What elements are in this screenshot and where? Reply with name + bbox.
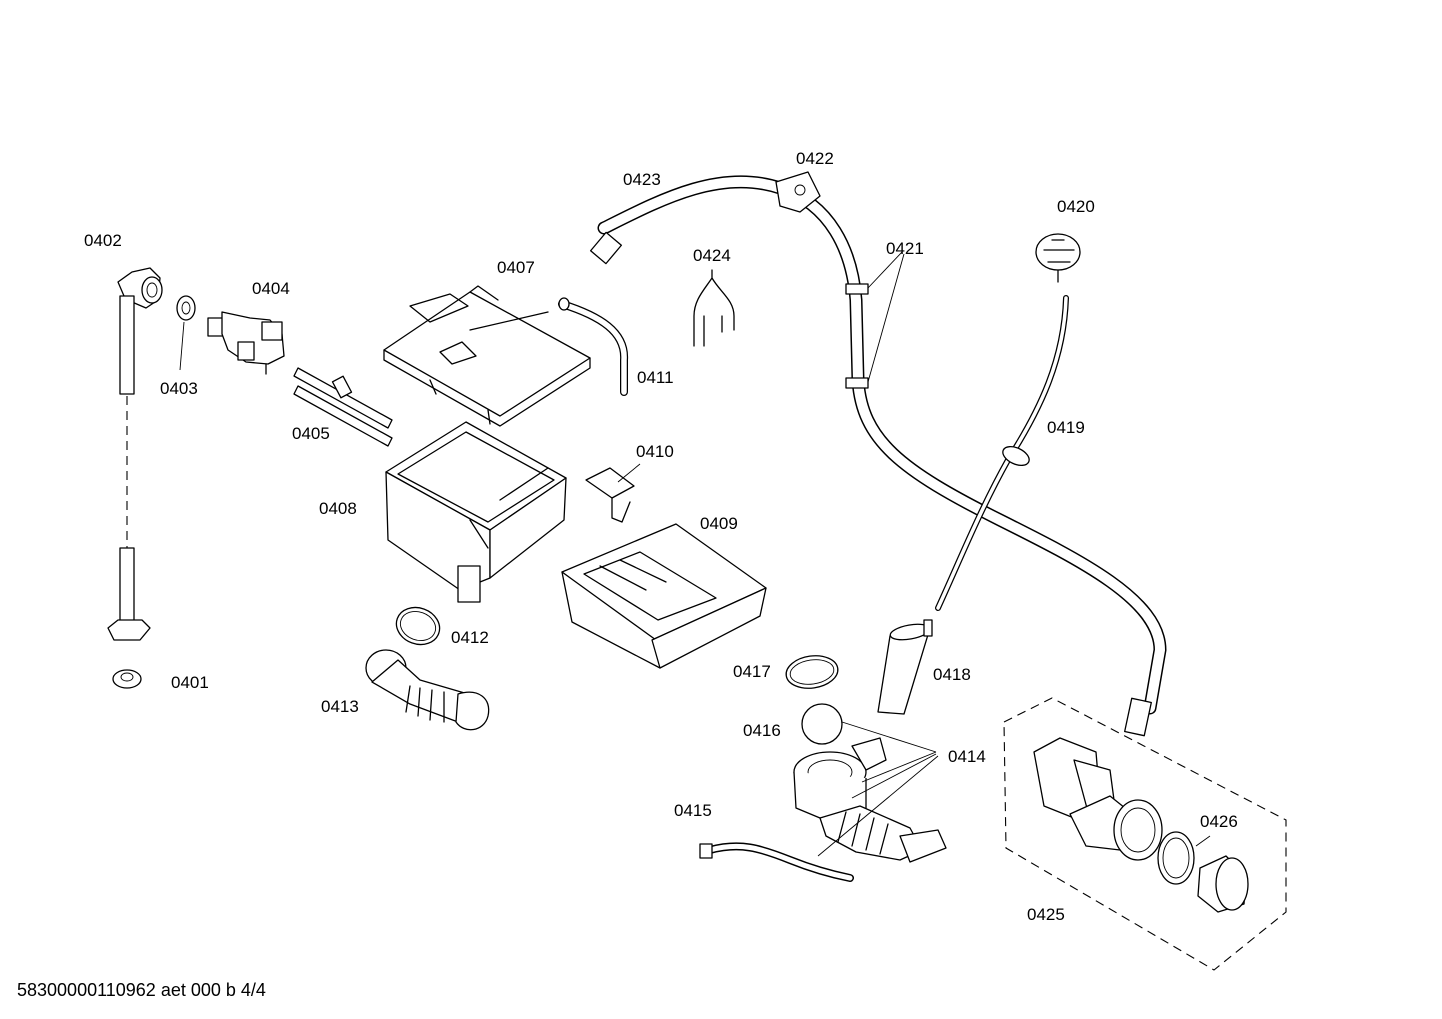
callout-0424: 0424 (693, 246, 731, 265)
callout-0426: 0426 (1200, 812, 1238, 831)
callout-0423: 0423 (623, 170, 661, 189)
callout-0418: 0418 (933, 665, 971, 684)
part-0420-pressure-switch (1035, 233, 1081, 283)
callout-0407: 0407 (497, 258, 535, 277)
part-0425-drain-pump (1003, 697, 1287, 971)
part-0415-drain-tube (699, 842, 854, 882)
callout-0417: 0417 (733, 662, 771, 681)
document-code: 58300000110962 aet 000 b 4/4 (17, 980, 266, 1000)
callout-0410: 0410 (636, 442, 674, 461)
callout-0403: 0403 (160, 379, 198, 398)
callout-0420: 0420 (1057, 197, 1095, 216)
callout-0402: 0402 (84, 231, 122, 250)
part-0418-pressure-chamber (877, 619, 933, 715)
part-0410-bracket (585, 463, 641, 523)
part-0405-hoses (293, 367, 393, 447)
callout-0408: 0408 (319, 499, 357, 518)
part-0416-ball (801, 703, 937, 753)
callout-0413: 0413 (321, 697, 359, 716)
part-0417-ring (785, 655, 839, 689)
part-0414-sump (793, 737, 947, 863)
part-0421-hose-clips (845, 251, 905, 389)
part-0403-washer (176, 295, 196, 371)
part-0424-clip (693, 269, 735, 347)
callout-0416: 0416 (743, 721, 781, 740)
part-0419-pressure-tube (935, 295, 1069, 611)
part-0411-small-hose (558, 297, 629, 396)
callout-0419: 0419 (1047, 418, 1085, 437)
part-0422-hose-bracket (775, 171, 821, 213)
callout-0425: 0425 (1027, 905, 1065, 924)
callout-0401: 0401 (171, 673, 209, 692)
callout-0421: 0421 (886, 239, 924, 258)
part-0412-ring (395, 606, 441, 646)
part-0401-seal (112, 669, 142, 689)
callout-0404: 0404 (252, 279, 290, 298)
part-0423-drain-hose (589, 175, 1167, 737)
part-0426-filter (1157, 831, 1249, 913)
callout-0415: 0415 (674, 801, 712, 820)
callout-0405: 0405 (292, 424, 330, 443)
callout-0409: 0409 (700, 514, 738, 533)
part-0407-dispenser-cover (383, 285, 591, 427)
callout-0412: 0412 (451, 628, 489, 647)
part-0413-bellows (365, 649, 490, 731)
callout-0414: 0414 (948, 747, 986, 766)
part-0409-drawer (561, 523, 767, 669)
part-0402-inlet-elbow (107, 267, 163, 641)
callout-0422: 0422 (796, 149, 834, 168)
part-0404-inlet-valve (207, 311, 285, 375)
part-0408-drawer-housing (385, 421, 567, 603)
callout-0411: 0411 (637, 368, 674, 387)
